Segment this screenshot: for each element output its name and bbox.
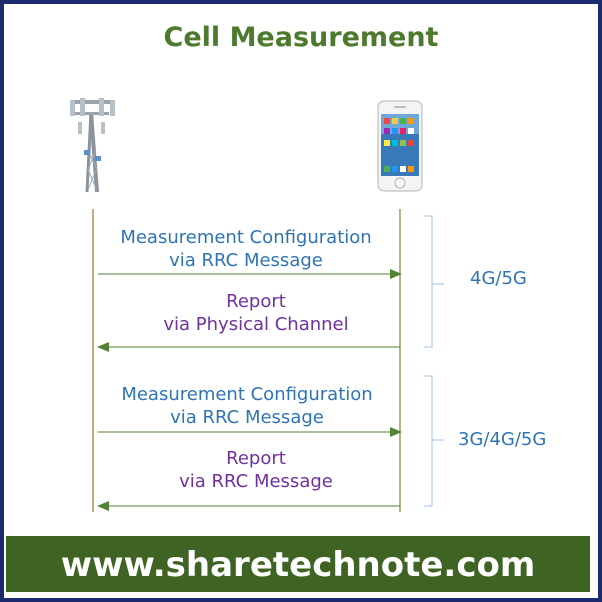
arrow-measurement-config-1 [98, 269, 402, 279]
message-label-line2: via Physical Channel [163, 314, 349, 335]
bracket-4g-5g [424, 215, 444, 348]
message-label-line1: Measurement Configuration [121, 384, 373, 405]
bracket-3g-4g-5g [424, 375, 444, 507]
message-label-measurement-config-1: Measurement Configuration via RRC Messag… [86, 226, 406, 272]
cell-tower-icon [70, 98, 115, 193]
group-label-4g-5g: 4G/5G [470, 268, 527, 289]
footer-website-banner: www.sharetechnote.com [6, 536, 590, 592]
message-label-line1: Report [226, 291, 286, 312]
message-label-line1: Report [226, 448, 286, 469]
message-label-line2: via RRC Message [170, 407, 324, 428]
message-label-report-rrc: Report via RRC Message [96, 447, 416, 493]
arrow-measurement-config-2 [98, 427, 402, 437]
diagram-title: Cell Measurement [163, 22, 439, 53]
smartphone-icon [377, 100, 423, 192]
arrow-report-physical-channel [97, 342, 400, 352]
group-label-3g-4g-5g: 3G/4G/5G [458, 429, 547, 450]
message-label-line2: via RRC Message [179, 471, 333, 492]
message-label-line1: Measurement Configuration [120, 227, 372, 248]
message-label-report-physical: Report via Physical Channel [96, 290, 416, 336]
message-label-line2: via RRC Message [169, 250, 323, 271]
arrow-report-rrc [97, 501, 400, 511]
message-label-measurement-config-2: Measurement Configuration via RRC Messag… [87, 383, 407, 429]
